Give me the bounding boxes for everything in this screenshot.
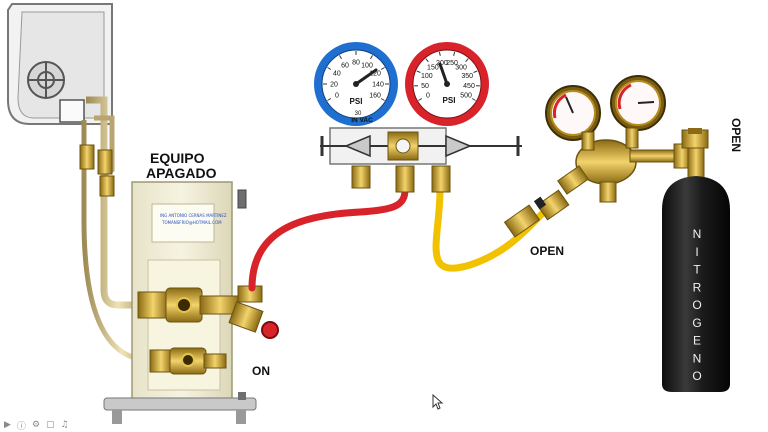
mouse-cursor-icon <box>432 393 444 410</box>
volume-icon[interactable]: ♫ <box>60 420 69 430</box>
service-valves <box>137 285 279 375</box>
open-regulator-label: OPEN <box>530 244 564 258</box>
indoor-unit <box>7 3 113 125</box>
plate-line2: TOMANSFRIO@HOTMAIL.COM <box>161 220 222 225</box>
tank-letter: G <box>692 316 701 330</box>
low-gauge-tick-label: 100 <box>361 62 373 69</box>
low-gauge-tick-label: 80 <box>352 60 360 67</box>
low-gauge-tick-mark <box>380 67 385 70</box>
high-gauge-tick-label: 150 <box>427 65 439 72</box>
tank-letter: R <box>693 280 702 294</box>
low-gauge-tick-label: 0 <box>335 93 339 100</box>
tank-letter: N <box>693 227 702 241</box>
tank-letter: I <box>695 245 698 259</box>
low-gauge-tick-mark <box>327 98 332 101</box>
high-gauge-tick-mark <box>425 58 429 63</box>
on-label: ON <box>252 364 270 378</box>
high-gauge-tick-mark <box>416 70 421 73</box>
high-gauge-tick-label: 100 <box>421 73 433 80</box>
low-gauge-tick-mark <box>370 55 373 60</box>
high-gauge-tick-label: 250 <box>446 60 458 67</box>
service-box <box>59 99 85 123</box>
red-hose <box>248 186 409 292</box>
high-gauge-tick-label: 500 <box>460 93 472 100</box>
low-gauge-tick-mark <box>339 55 342 60</box>
tank-letter: O <box>692 369 701 383</box>
low-gauge-tick-label: 160 <box>369 93 381 100</box>
nitrogen-regulator <box>503 75 691 238</box>
tank-letter: E <box>693 334 701 348</box>
tank-valve-handle[interactable] <box>688 128 702 134</box>
fullscreen-icon[interactable]: ▢ <box>46 420 55 430</box>
plate-line1: ING ANTONIO CERNAS MARTINEZ <box>160 213 227 218</box>
player-controls: ▶ ⓘ ⚙ ▢ ♫ <box>0 418 124 432</box>
high-gauge-tick-mark <box>438 51 441 56</box>
high-gauge-tick-mark <box>418 98 423 101</box>
low-gauge-tick-label: 60 <box>341 62 349 69</box>
low-gauge-unit: PSI <box>350 97 363 106</box>
low-gauge-tick-label: 140 <box>372 82 384 89</box>
play-icon[interactable]: ▶ <box>4 420 11 430</box>
shutoff-knob[interactable] <box>261 321 279 339</box>
tank-letter: T <box>693 263 701 277</box>
high-gauge-tick-label: 300 <box>455 65 467 72</box>
low-gauge-vac-label: IN VAC <box>351 117 373 124</box>
low-gauge-vac-tick: 30 <box>355 111 362 117</box>
high-gauge-tick-label: 450 <box>463 83 475 90</box>
info-icon[interactable]: ⓘ <box>16 421 26 432</box>
high-gauge-unit: PSI <box>443 96 456 105</box>
low-gauge-tick-mark <box>327 67 332 70</box>
high-gauge-tick-label: 200 <box>436 60 448 67</box>
low-gauge-tick-mark <box>380 98 385 101</box>
high-gauge-tick-mark <box>465 58 469 63</box>
low-gauge-tick-label: 120 <box>369 71 381 78</box>
tank-letter: O <box>692 298 701 312</box>
apagado-label: APAGADO <box>146 165 217 181</box>
open-tank-label: OPEN <box>729 118 743 152</box>
low-gauge-tick-label: 40 <box>333 71 341 78</box>
high-gauge-tick-label: 50 <box>421 83 429 90</box>
tank-letter: N <box>693 351 702 365</box>
high-gauge-tick-label: 0 <box>426 93 430 100</box>
hoses <box>248 186 552 292</box>
high-gauge-tick-mark <box>473 70 478 73</box>
equipo-label: EQUIPO <box>150 150 205 166</box>
high-gauge-tick-mark <box>471 98 476 101</box>
manifold <box>320 127 522 193</box>
low-gauge-tick-label: 20 <box>330 82 338 89</box>
high-gauge-tick-mark <box>453 51 456 56</box>
high-gauge-tick-label: 350 <box>461 73 473 80</box>
settings-icon[interactable]: ⚙ <box>31 420 41 430</box>
